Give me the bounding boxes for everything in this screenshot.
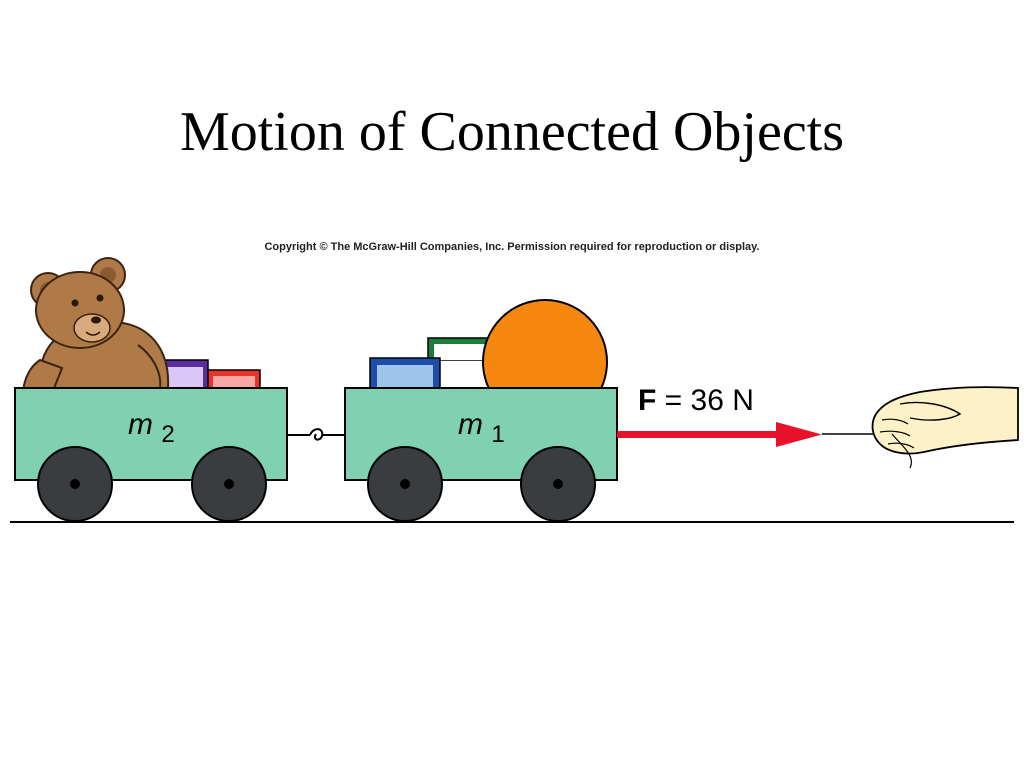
rear-cargo-boxes: [157, 359, 261, 389]
wagon-rear-wheel-left: [37, 446, 113, 522]
force-arrow: [617, 422, 822, 447]
wagon-front-wheel-left: [367, 446, 443, 522]
wagon-rear-wheel-right: [191, 446, 267, 522]
pulling-hand: [871, 386, 1019, 469]
force-label: F = 36 N: [638, 384, 754, 417]
wagon-rear: m 2: [14, 257, 288, 522]
mass-label-m1: m 1: [458, 408, 505, 448]
wagon-front-wheel-right: [520, 446, 596, 522]
front-cargo-blue-box: [369, 357, 441, 389]
slide-title: Motion of Connected Objects: [179, 101, 845, 163]
wagon-hitch: [287, 428, 345, 441]
mass-label-m2: m 2: [128, 408, 175, 448]
copyright-notice: Copyright © The McGraw-Hill Companies, I…: [264, 241, 760, 253]
wagon-front: m 1: [344, 299, 618, 522]
